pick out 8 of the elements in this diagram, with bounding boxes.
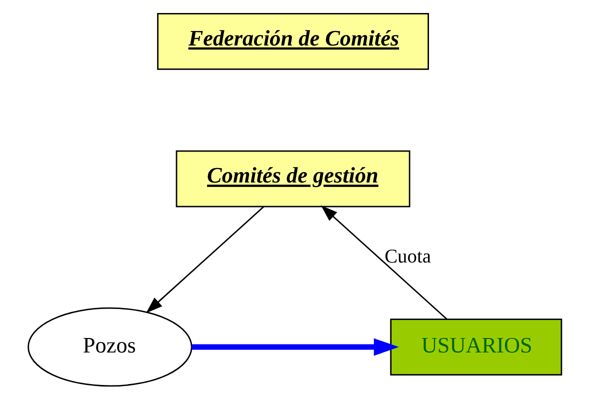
arrow bbox=[146, 206, 264, 314]
arrow bbox=[192, 338, 399, 356]
node-ellipse: Pozos bbox=[28, 307, 192, 387]
node-box: Federación de Comités bbox=[157, 13, 429, 70]
edge-label: Cuota bbox=[384, 246, 431, 268]
node-box: Comités de gestión bbox=[176, 150, 410, 208]
node-box: USUARIOS bbox=[390, 318, 562, 376]
arrow bbox=[320, 205, 448, 320]
